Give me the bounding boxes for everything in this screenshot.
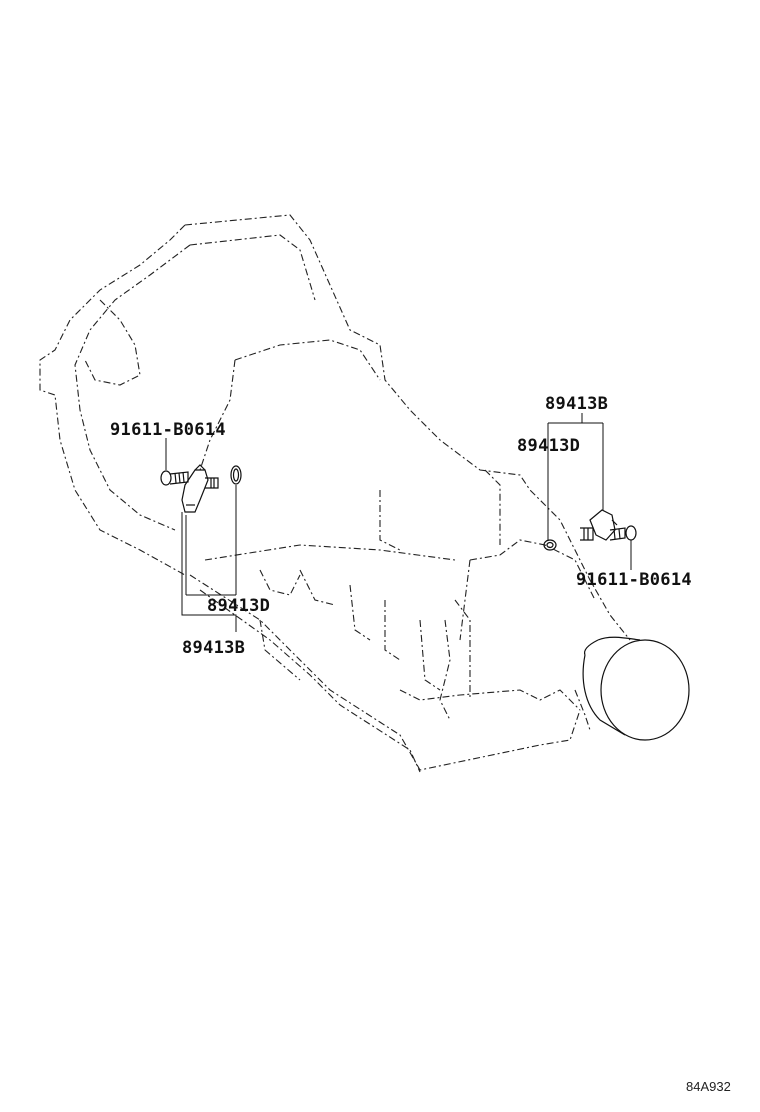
output-flange — [582, 636, 690, 741]
label-right-sensor: 89413B — [545, 394, 608, 414]
label-right-bolt: 91611-B0614 — [576, 570, 692, 590]
transmission-outline — [39, 214, 631, 773]
label-right-oring: 89413D — [517, 436, 580, 456]
right-speed-sensor[interactable] — [580, 509, 618, 541]
label-left-sensor: 89413B — [182, 638, 245, 658]
right-oring[interactable] — [543, 539, 557, 551]
label-left-bolt: 91611-B0614 — [110, 420, 226, 440]
left-oring[interactable] — [230, 465, 242, 485]
right-bolt[interactable] — [609, 525, 637, 541]
left-speed-sensor[interactable] — [181, 464, 219, 513]
leader-lines — [165, 413, 632, 632]
label-left-oring: 89413D — [207, 596, 270, 616]
drawing-code: 84A932 — [686, 1079, 731, 1094]
left-bolt[interactable] — [160, 470, 189, 486]
